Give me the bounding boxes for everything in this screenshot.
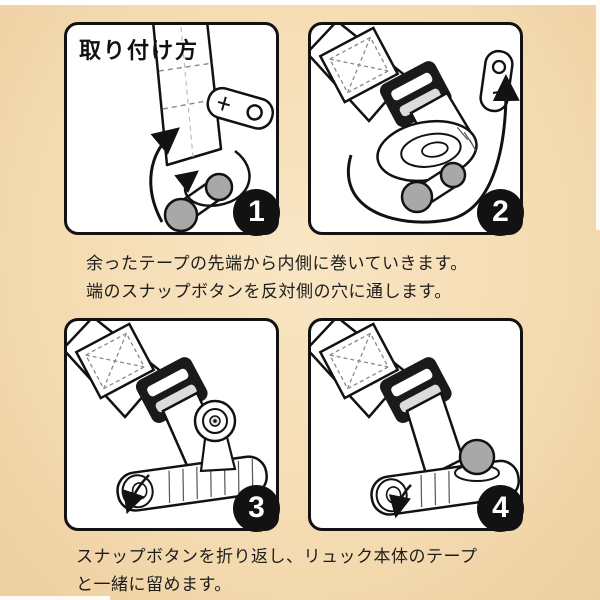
step-1-panel: 取り付け方 [64,22,280,236]
photo-edge-top [0,0,600,5]
caption-line: スナップボタンを折り返し、リュック本体のテープ [76,547,478,566]
sewn-patch-icon [318,26,400,104]
sewn-patch-icon [74,322,156,400]
fold-direction-arrow [388,484,412,519]
caption-line: 余ったテープの先端から内側に巻いていきます。 [86,254,468,273]
fastened-snap-icon [454,438,500,482]
snap-button-top-icon [193,399,237,443]
step-3-snap-through-hole-illustration [67,321,268,515]
step-number: 1 [248,194,265,228]
step-number: 2 [492,194,509,228]
strap-end-tab [479,49,514,113]
fold-direction-arrow [123,474,150,515]
caption-steps-3-4: スナップボタンを折り返し、リュック本体のテープ と一緒に留めます。 [76,543,477,599]
strap-end-tab [206,86,275,130]
step-2-panel: 2 [308,22,524,236]
step-1-strap-illustration [149,25,275,232]
step-4-panel: 4 [308,318,524,532]
step-number: 3 [248,490,265,524]
photo-edge-bottom [0,596,110,600]
step-number: 4 [492,490,509,524]
step-number-badge: 4 [477,485,524,532]
snap-button-icon [439,161,467,189]
caption-line: 端のスナップボタンを反対側の穴に通します。 [86,282,452,301]
snap-button-icon [163,197,199,232]
step-number-badge: 3 [233,485,280,532]
step-2-rolling-illustration [311,25,520,224]
roll-direction-arrow [149,127,180,223]
snap-button-icon [400,180,434,214]
wrap-direction-arrow [347,74,520,224]
caption-line: と一緒に留めます。 [76,575,232,594]
sewn-patch-icon [318,322,400,400]
step-3-panel: 3 [64,318,280,532]
step-number-badge: 2 [477,189,524,236]
caption-steps-1-2: 余ったテープの先端から内側に巻いていきます。 端のスナップボタンを反対側の穴に通… [86,250,468,306]
snap-button-icon [204,172,234,202]
step-number-badge: 1 [233,189,280,236]
photo-edge-right [596,0,600,230]
sheet-title: 取り付け方 [79,38,200,63]
loop-arrow [174,150,251,207]
